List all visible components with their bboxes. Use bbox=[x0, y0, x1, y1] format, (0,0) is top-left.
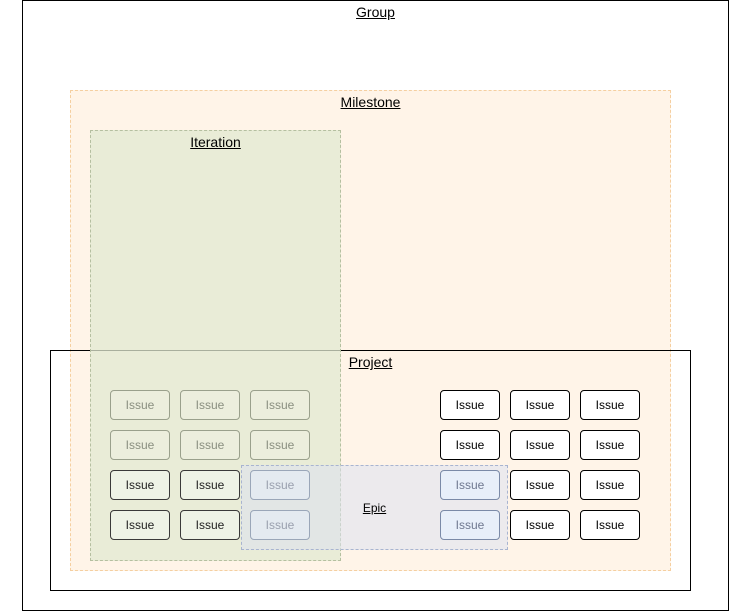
issue-card: Issue bbox=[250, 470, 310, 500]
milestone-label: Milestone bbox=[340, 94, 401, 110]
issue-card: Issue bbox=[510, 390, 570, 420]
project-container bbox=[50, 350, 691, 591]
issue-card: Issue bbox=[580, 430, 640, 460]
issue-card: Issue bbox=[250, 430, 310, 460]
group-label: Group bbox=[356, 4, 395, 20]
issue-card: Issue bbox=[580, 470, 640, 500]
iteration-label: Iteration bbox=[190, 134, 241, 150]
issue-card: Issue bbox=[440, 430, 500, 460]
epic-label: Epic bbox=[362, 501, 387, 515]
issue-card: Issue bbox=[580, 510, 640, 540]
issue-card: Issue bbox=[110, 510, 170, 540]
issue-card: Issue bbox=[110, 390, 170, 420]
issue-card: Issue bbox=[180, 510, 240, 540]
issue-card: Issue bbox=[510, 430, 570, 460]
issue-card: Issue bbox=[180, 390, 240, 420]
issue-card: Issue bbox=[440, 390, 500, 420]
issue-card: Issue bbox=[110, 470, 170, 500]
issue-card: Issue bbox=[180, 470, 240, 500]
issue-card: Issue bbox=[440, 470, 500, 500]
issue-card: Issue bbox=[510, 470, 570, 500]
issue-card: Issue bbox=[510, 510, 570, 540]
project-label: Project bbox=[348, 354, 393, 370]
issue-card: Issue bbox=[180, 430, 240, 460]
issue-card: Issue bbox=[580, 390, 640, 420]
issue-card: Issue bbox=[250, 390, 310, 420]
issue-card: Issue bbox=[250, 510, 310, 540]
issue-card: Issue bbox=[440, 510, 500, 540]
issue-card: Issue bbox=[110, 430, 170, 460]
